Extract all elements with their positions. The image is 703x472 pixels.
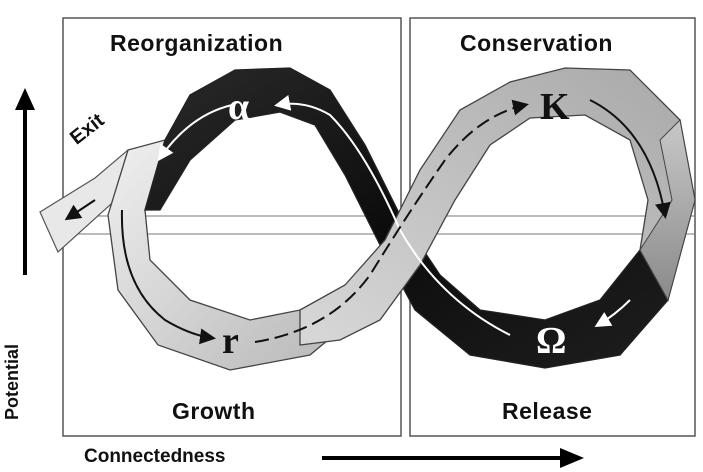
k-symbol: K: [540, 86, 570, 128]
reorganization-to-r-arrow: [120, 209, 216, 345]
alpha-symbol: α: [228, 86, 250, 128]
connectedness-axis-arrow: [322, 448, 584, 468]
potential-axis-arrow: [15, 88, 35, 275]
potential-axis-label: Potential: [2, 343, 22, 420]
r-to-k-arrow: [254, 99, 529, 343]
growth-label: Growth: [172, 398, 256, 424]
omega-symbol: Ω: [536, 320, 567, 362]
r-symbol: r: [222, 320, 239, 362]
flow-arrows: [64, 94, 671, 345]
release-band: [144, 67, 669, 369]
k-to-omega-arrow: [594, 299, 631, 328]
omega-to-alpha-arrow: [274, 94, 511, 336]
exit-arrow: [64, 199, 96, 221]
conservation-label: Conservation: [460, 30, 613, 56]
reorganization-label: Reorganization: [110, 30, 284, 56]
connectedness-axis-label: Connectedness: [84, 446, 226, 467]
k-down-arrow: [589, 99, 671, 219]
release-label: Release: [502, 398, 593, 424]
alpha-to-exit-arrow: [157, 104, 233, 162]
